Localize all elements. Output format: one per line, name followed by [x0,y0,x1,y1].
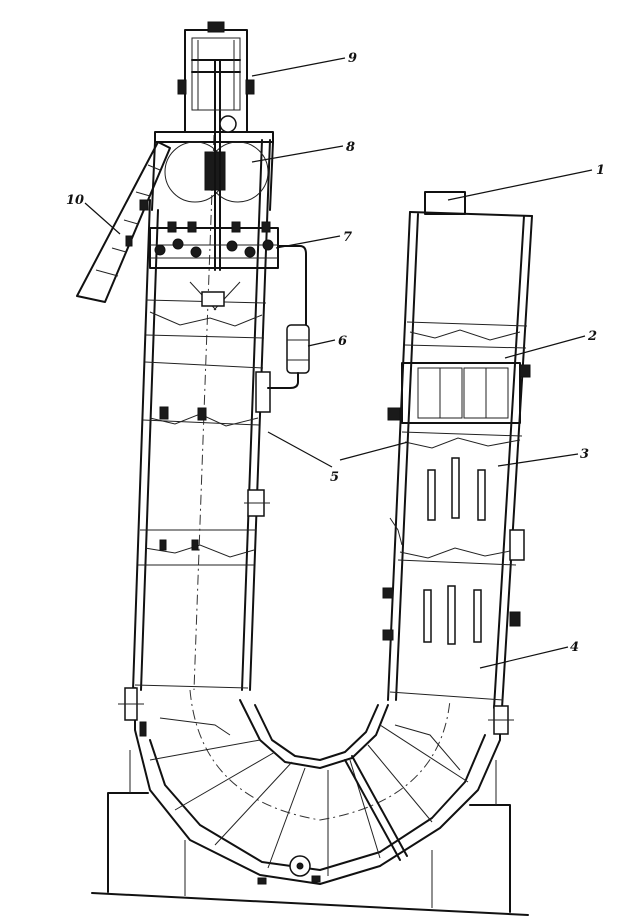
right-column-rods [423,457,486,645]
callout-9: 9 [348,51,357,66]
callout-1: 1 [596,163,605,178]
callout-4: 4 [570,640,579,655]
callout-labels: 1 2 3 4 5 6 7 8 9 10 [66,51,605,655]
left-column-head [76,21,310,389]
foundation [91,750,529,916]
callout-8: 8 [346,140,355,155]
callout-7: 7 [343,230,352,245]
right-column [382,191,533,735]
leader-lines [84,57,593,669]
distribution-gear-cluster [154,221,274,258]
callout-5: 5 [330,470,339,485]
callout-6: 6 [338,334,347,349]
callout-10: 10 [66,193,84,208]
callout-3: 3 [580,447,589,462]
callout-2: 2 [587,329,597,344]
u-bend [134,687,501,885]
